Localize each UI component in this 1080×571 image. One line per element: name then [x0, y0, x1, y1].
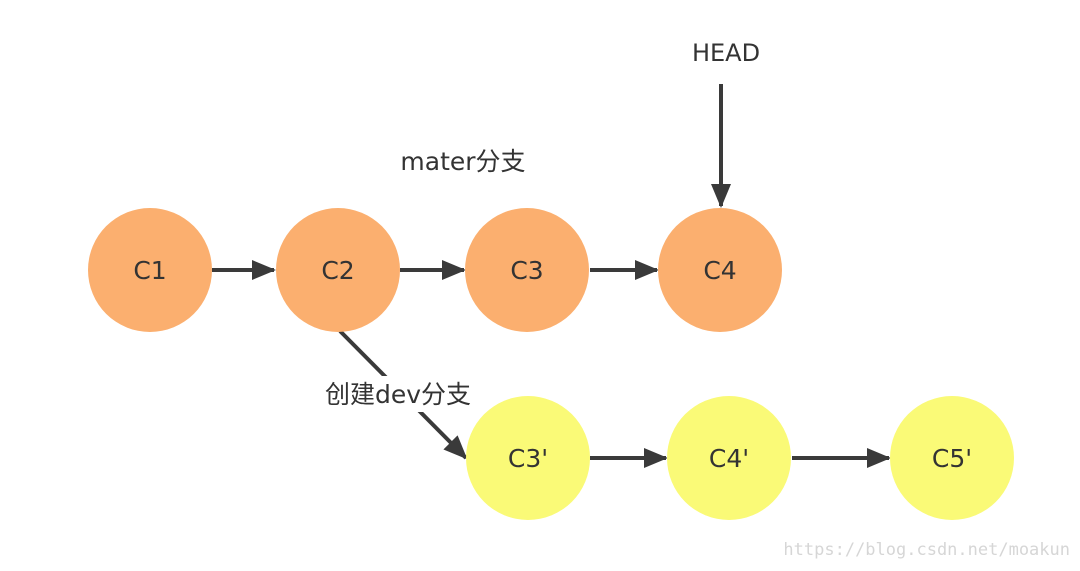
commit-node-c5prime: C5'	[890, 396, 1014, 520]
commit-circle	[465, 208, 589, 332]
commit-circle	[658, 208, 782, 332]
commit-circle	[276, 208, 400, 332]
master-branch-label: mater分支	[400, 147, 525, 176]
commit-label: C2	[321, 256, 354, 285]
commit-label: C1	[133, 256, 166, 285]
commit-label: C4	[703, 256, 736, 285]
commit-node-c4: C4	[658, 208, 782, 332]
commit-label: C3	[510, 256, 543, 285]
commit-label: C5'	[932, 444, 972, 473]
commit-circle	[88, 208, 212, 332]
dev-branch-label: 创建dev分支	[325, 380, 471, 409]
commit-circle	[466, 396, 590, 520]
commit-node-c3: C3	[465, 208, 589, 332]
commit-label: C4'	[709, 444, 749, 473]
commit-label: C3'	[508, 444, 548, 473]
head-label: HEAD	[692, 39, 760, 67]
commit-circle	[890, 396, 1014, 520]
commit-node-c3prime: C3'	[466, 396, 590, 520]
watermark-url: https://blog.csdn.net/moakun	[783, 540, 1070, 560]
commit-node-c4prime: C4'	[667, 396, 791, 520]
commit-node-c1: C1	[88, 208, 212, 332]
commit-node-c2: C2	[276, 208, 400, 332]
commit-circle	[667, 396, 791, 520]
dev-branch-label-background	[322, 376, 474, 412]
